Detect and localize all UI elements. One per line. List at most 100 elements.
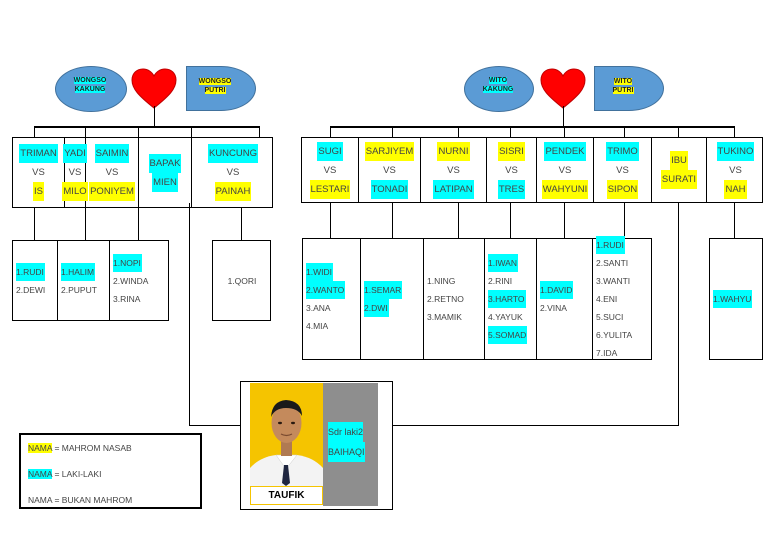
person-name: YADI [63,144,87,163]
sibling-line: BAIHAQI [328,442,365,462]
couple-cell: SISRI VS TRES [487,138,537,202]
child-name: 5.SOMAD [488,326,528,344]
child-name: 2.SANTI [596,258,629,268]
person-name: PONIYEM [89,182,135,201]
legend-swatch-plain: NAMA [28,495,53,505]
child-name: 3.RINA [113,293,141,304]
person-name: SISRI [498,141,525,161]
child-name: 2.VINA [540,303,567,313]
child-name: 2.DEWI [16,284,46,295]
person-name: MIEN [152,172,178,192]
vs-label: VS [105,167,119,178]
subject-name: TAUFIK [268,490,305,501]
vs-label: VS [226,167,240,178]
legend-bukan-mahrom: NAMA = BUKAN MAHROM [28,495,132,505]
heart-icon [540,68,586,109]
person-name: IBU [670,151,688,170]
person-name: TONADI [370,179,409,199]
subject-photo [250,383,323,486]
couple-cell: SAIMIN VS PONIYEM [86,138,139,207]
subject-name-plate: TAUFIK [250,486,323,505]
vs-label: VS [32,167,45,178]
person-name: KUNCUNG [207,144,259,163]
vs-label: VS [383,164,396,176]
child-name: 1.RUDI [16,262,45,281]
vs-label: VS [447,164,460,176]
person-name: LATIPAN [433,179,474,199]
child-name: 3.HARTO [488,290,526,308]
legend-desc: = MAHROM NASAB [52,443,132,453]
legend-swatch-mahrom: NAMA [28,443,53,453]
child-name: 6.YULITA [596,330,633,340]
left-children-group-b: 1.QORI [212,240,271,321]
person-name: PAINAH [214,182,252,201]
child-name: 1.DAVID [540,281,574,299]
vs-label: VS [729,164,742,176]
person-name: NURNI [437,141,470,161]
legend-box: NAMA = MAHROM NASAB NAMA = LAKI-LAKI NAM… [19,433,202,509]
children-list: 1.WAHYU [710,239,764,359]
child-name: 1.RUDI [596,236,625,254]
person-name: PENDEK [544,141,586,161]
child-name: 1.NOPI [113,253,142,272]
person-name: TRES [497,179,526,199]
person-name: TRIMO [606,141,639,161]
child-name: 1.NING [427,276,456,286]
child-name: 7.IDA [596,348,618,358]
child-name: 3.WANTI [596,276,631,286]
person-name: TUKINO [716,141,755,161]
person-name: TRIMAN [19,144,58,163]
child-name: 2.WINDA [113,275,149,286]
children-list: 1.QORI [213,241,272,320]
child-name: 2.PUPUT [61,284,97,295]
child-name: 4.ENI [596,294,618,304]
heart-icon [131,68,177,109]
sibling-line: Sdr laki2 [328,422,364,442]
child-name: 4.MIA [306,321,329,331]
child-name: 2.RINI [488,276,513,286]
children-list: 1.RUDI 2.DEWI [13,241,58,320]
legend-swatch-male: NAMA [28,469,53,479]
person-name: BAPAK [148,153,182,173]
child-name: 1.IWAN [488,254,518,272]
legend-desc: = LAKI-LAKI [52,469,102,479]
vs-label: VS [616,164,629,176]
couple-cell: YADI VS MILO [62,138,88,207]
legend-laki-laki: NAMA = LAKI-LAKI [28,469,101,479]
sibling-label: Sdr laki2 BAIHAQI [328,422,365,462]
legend-desc: = BUKAN MAHROM [52,495,133,505]
child-name: 1.WAHYU [713,290,753,308]
child-name: 2.DWI [364,299,389,317]
child-name: 2.WANTO [306,281,346,299]
vs-label: VS [505,164,518,176]
child-name: 1.QORI [227,275,257,286]
person-portrait-icon [250,400,323,486]
vs-label: VS [68,167,82,178]
person-name: SURATI [660,170,698,189]
vs-label: VS [558,164,572,176]
legend-mahrom-nasab: NAMA = MAHROM NASAB [28,443,132,453]
person-name: SAIMIN [94,144,130,163]
children-list: 1.IWAN 2.RINI 3.HARTO 4.YAYUK 5.SOMAD [485,239,537,359]
person-name: SUGI [317,141,343,161]
child-name: 4.YAYUK [488,312,523,322]
child-name: 3.ANA [306,303,331,313]
person-name: MILO [62,182,88,201]
child-name: 3.MAMIK [427,312,462,322]
